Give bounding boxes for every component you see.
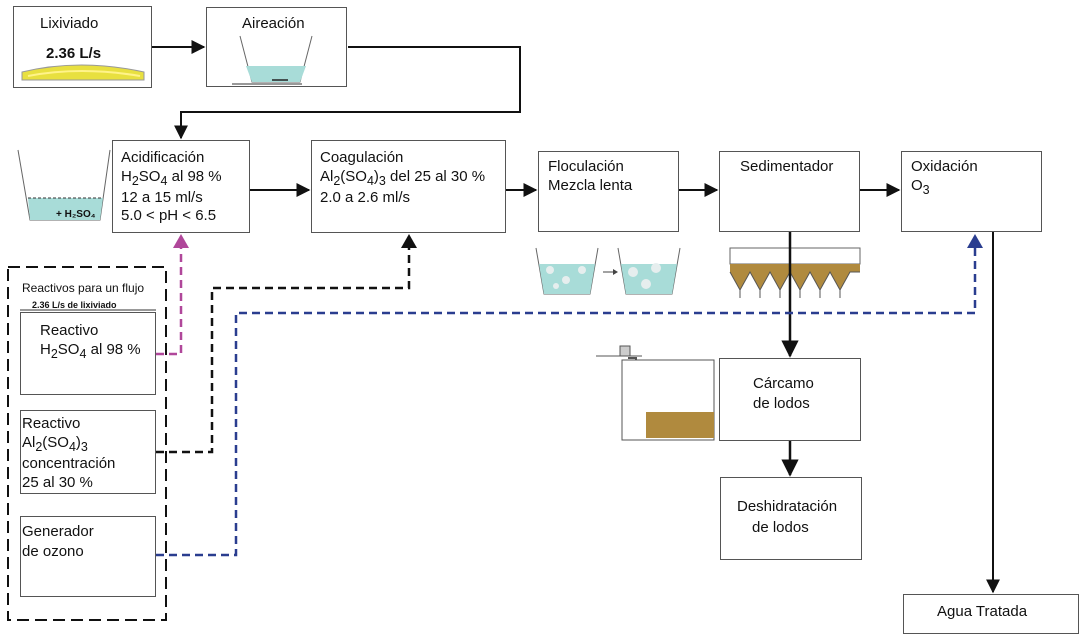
reactivo2-line4: 25 al 30 % [22,474,93,491]
acid-reagent-concentration: al 98 % [167,168,222,185]
r1-so: SO [57,341,80,358]
agua-tratada-title: Agua Tratada [937,603,1028,620]
coag-sub4: 4 [366,174,374,188]
reactivo2-line1: Reactivo [22,415,81,432]
floculacion-title: Floculación [548,158,624,175]
coag-reagent-al: Al [320,168,334,185]
coagulacion-title: Coagulación [320,149,404,166]
reactivos-dashed-frame [7,266,167,621]
r2-so: (SO [42,434,69,451]
r2-paren: ) [75,434,81,451]
acid-reagent-so: SO [138,168,161,185]
generador-ozono-box [20,516,156,597]
acid-tank-label: + H₂SO₄ [56,209,96,220]
agua-tratada-box [903,594,1079,634]
coag-sub3: 3 [378,174,386,188]
acid-tank-icon [17,149,111,221]
ozone-sub3: 3 [922,183,930,197]
r2-al: Al [22,434,36,451]
reactivo3-line2: de ozono [22,543,84,560]
coagulacion-dose: 2.0 a 2.6 ml/s [320,189,411,206]
ozone-dose-line [156,240,977,557]
reactivo-al2so43-box [20,410,156,494]
acid-reagent-h: H [121,168,132,185]
deshidratacion-box [720,477,862,560]
reactivo1-line1: Reactivo [40,322,99,339]
carcamo-line1: Cárcamo [753,375,814,392]
sedimentation-hoppers-icon [729,247,861,298]
reactivo2-line3: concentración [22,455,116,472]
reactivo3-line1: Generador [22,523,94,540]
r1-sub4: 4 [79,347,87,361]
reactivos-subheader: 2.36 L/s de lixiviado [32,300,117,310]
reactivos-header: Reactivos para un flujo [22,281,145,295]
acid-dose-line [156,240,183,356]
r2-sub4: 4 [68,440,76,454]
coag-paren: ) [373,168,379,185]
r1-concentration: al 98 % [86,341,141,358]
reactivo2-formula: Al2(SO4)3 [22,434,88,456]
leachate-bag-icon [21,64,145,81]
lixiviado-title: Lixiviado [40,15,99,32]
aireacion-title: Aireación [242,15,305,32]
r1-h: H [40,341,51,358]
sludge-pit-icon [596,345,715,441]
coag-sub2: 2 [333,174,341,188]
aeration-tank-icon [232,35,313,85]
acidificacion-dose: 12 a 15 ml/s [121,189,203,206]
oxidacion-o3: O3 [911,177,930,199]
acidificacion-reagent: H2SO4 al 98 % [121,168,222,190]
r1-sub2: 2 [50,347,58,361]
deshidratacion-line1: Deshidratación [737,498,838,515]
r2-sub2: 2 [35,440,43,454]
floculacion-box [538,151,679,232]
r2-sub3: 3 [80,440,88,454]
coagulacion-reagent: Al2(SO4)3 del 25 al 30 % [320,168,485,190]
reactivo1-formula: H2SO4 al 98 % [40,341,141,363]
acid-reagent-sub2: 2 [131,174,139,188]
carcamo-box [719,358,861,441]
sedimentador-title: Sedimentador [740,158,834,175]
reactivo-h2so4-box [20,312,156,395]
oxidacion-box [901,151,1042,232]
coagulacion-box [311,140,506,233]
oxidacion-title: Oxidación [911,158,978,175]
sedimentador-box [719,151,860,232]
acidificacion-title: Acidificación [121,149,205,166]
acid-reagent-sub4: 4 [160,174,168,188]
floculacion-subtitle: Mezcla lenta [548,177,633,194]
deshidratacion-line2: de lodos [752,519,809,536]
lixiviado-flow: 2.36 L/s [46,45,102,62]
ozone-o: O [911,177,923,194]
floculation-tanks-icon [535,247,681,295]
acidificacion-box [112,140,250,233]
coag-dose-line [156,240,411,454]
coag-concentration: del 25 al 30 % [385,168,486,185]
coag-so: (SO [340,168,367,185]
carcamo-line2: de lodos [753,395,810,412]
acidificacion-ph: 5.0 < pH < 6.5 [121,207,217,224]
